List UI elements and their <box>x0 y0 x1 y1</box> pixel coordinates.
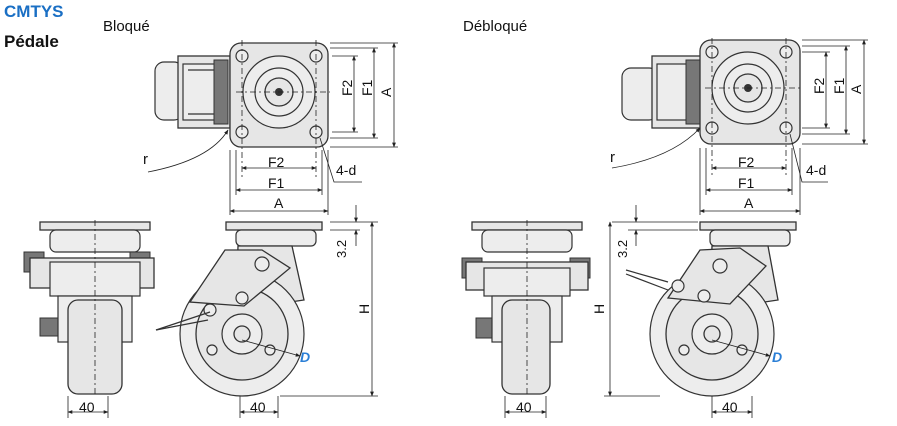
dim-width-unlocked-front: 40 <box>516 399 532 415</box>
dim-offset-locked: 3.2 <box>334 240 349 258</box>
side-view-locked <box>155 205 378 418</box>
dim-r-locked: r <box>143 151 148 168</box>
dim-f2-unlocked-v: F2 <box>811 77 827 94</box>
dim-a-unlocked-v: A <box>848 84 864 94</box>
state-label-locked: Bloqué <box>103 18 150 35</box>
side-view-unlocked <box>604 205 797 418</box>
dim-height-locked: H <box>356 304 372 314</box>
dim-f1-unlocked-v: F1 <box>831 77 847 94</box>
dim-hole-unlocked: 4-d <box>806 162 826 178</box>
dim-a-locked-v: A <box>378 87 394 97</box>
dim-height-unlocked: H <box>591 304 607 314</box>
dim-hole-locked: 4-d <box>336 162 356 178</box>
front-view-unlocked <box>461 220 591 418</box>
dim-width-unlocked-side: 40 <box>722 399 738 415</box>
state-label-unlocked: Débloqué <box>463 18 528 35</box>
top-view-unlocked <box>611 38 868 215</box>
dim-f2-locked-h: F2 <box>268 154 285 170</box>
dim-a-unlocked-h: A <box>744 195 754 211</box>
type-subtitle: Pédale <box>4 32 59 51</box>
dim-wheel-locked: D <box>300 349 310 365</box>
dim-wheel-unlocked: D <box>772 349 782 365</box>
front-view-locked <box>23 220 155 418</box>
dim-f1-locked-v: F1 <box>359 79 375 96</box>
dim-f1-locked-h: F1 <box>268 175 285 191</box>
dim-f1-unlocked-h: F1 <box>738 175 755 191</box>
dim-a-locked-h: A <box>274 195 284 211</box>
dim-width-locked-front: 40 <box>79 399 95 415</box>
top-view-locked <box>147 40 398 215</box>
dim-width-locked-side: 40 <box>250 399 266 415</box>
dim-f2-unlocked-h: F2 <box>738 154 755 170</box>
dim-r-unlocked: r <box>610 149 615 166</box>
series-title: CMTYS <box>4 2 64 21</box>
dim-f2-locked-v: F2 <box>339 79 355 96</box>
dim-offset-unlocked: 3.2 <box>615 240 630 258</box>
